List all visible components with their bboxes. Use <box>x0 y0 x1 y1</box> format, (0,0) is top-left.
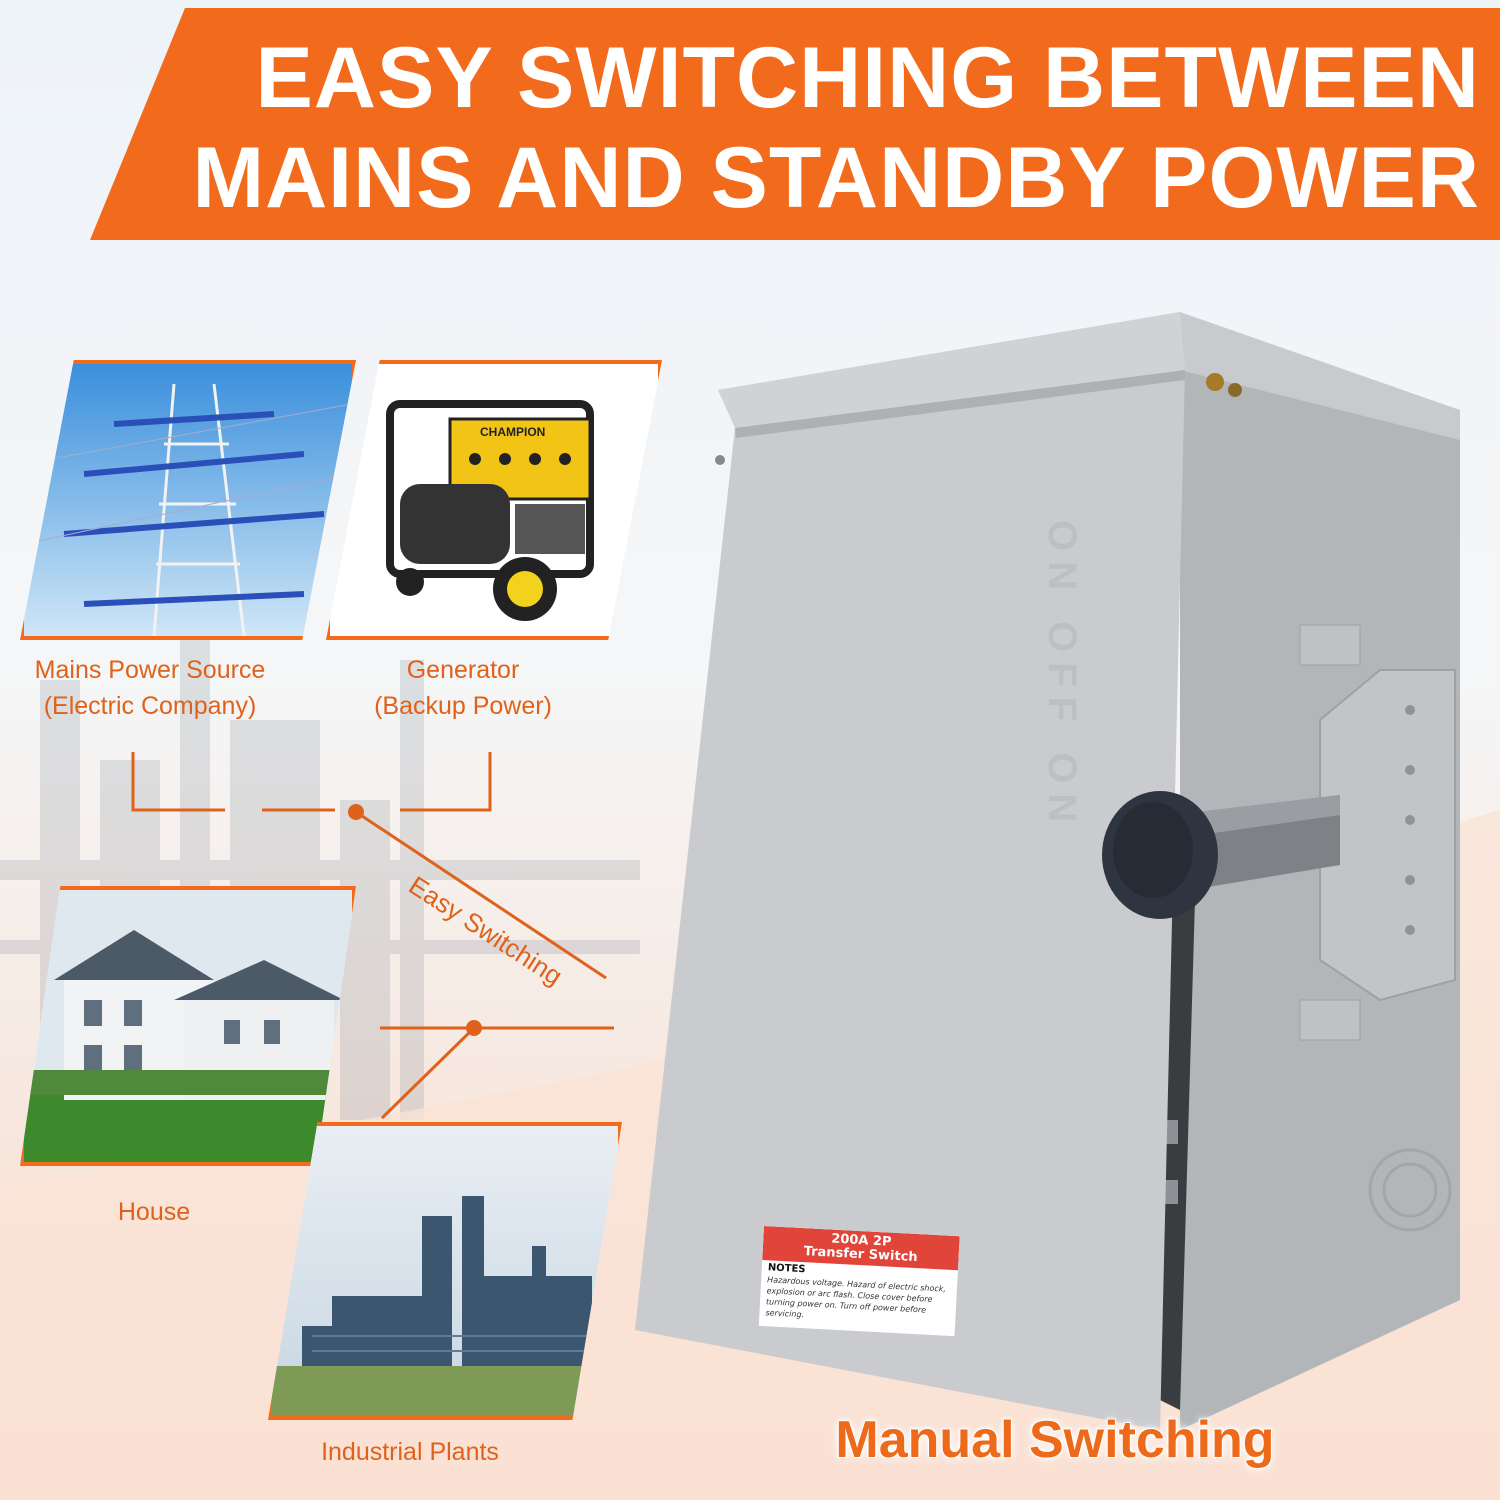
generator-brand: CHAMPION <box>480 425 545 439</box>
transfer-switch-label: 200A 2P Transfer Switch NOTES Hazardous … <box>758 1226 960 1337</box>
title-banner <box>90 8 1500 240</box>
flow-node-bottom <box>466 1020 482 1036</box>
manual-switching-caption: Manual Switching <box>834 1410 1275 1470</box>
industrial-plant-image <box>272 1126 618 1416</box>
generator-image: CHAMPION <box>330 364 658 636</box>
embossed-on-off-text: ON OFF ON <box>1040 520 1084 833</box>
generator-caption-line1: Generator <box>406 656 520 684</box>
transfer-switch-enclosure <box>635 312 1460 1430</box>
house-caption: House <box>117 1198 191 1226</box>
title-line-2: MAINS AND STANDBY POWER <box>192 130 1480 226</box>
industrial-plant-photo <box>268 1122 622 1420</box>
power-tower-image <box>24 364 352 636</box>
house-image <box>24 890 352 1162</box>
title-line-1: EASY SWITCHING BETWEEN <box>255 30 1480 126</box>
mains-power-photo <box>20 360 356 640</box>
generator-photo: CHAMPION <box>326 360 662 640</box>
house-photo <box>20 886 356 1166</box>
industrial-plants-caption: Industrial Plants <box>321 1438 499 1466</box>
generator-caption: Generator (Backup Power) <box>340 652 586 724</box>
generator-caption-line2: (Backup Power) <box>374 692 552 720</box>
mains-power-caption-line1: Mains Power Source <box>34 656 266 684</box>
label-notes-text: Hazardous voltage. Hazard of electric sh… <box>765 1275 947 1320</box>
flow-node-top <box>348 804 364 820</box>
mains-power-caption-line2: (Electric Company) <box>43 692 257 720</box>
mains-power-caption: Mains Power Source (Electric Company) <box>10 652 290 724</box>
title-text: EASY SWITCHING BETWEEN MAINS AND STANDBY… <box>140 28 1480 228</box>
